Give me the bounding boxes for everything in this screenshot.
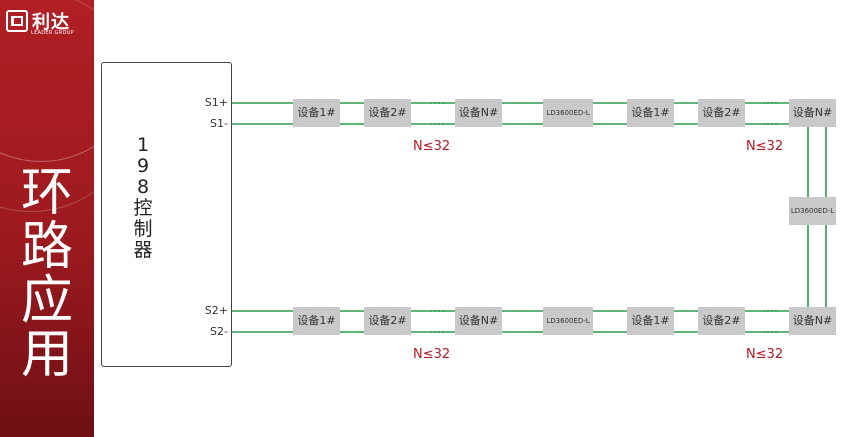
device-bottom-2: 设备2# bbox=[364, 307, 411, 335]
device-bottom-nb: 设备N# bbox=[789, 307, 836, 335]
device-top-2: 设备2# bbox=[364, 99, 411, 127]
port-s2-plus: S2+ bbox=[204, 304, 228, 317]
port-s2-minus: S2- bbox=[210, 325, 228, 338]
isolator-top: LD3600ED-L bbox=[543, 99, 593, 127]
device-bottom-1b: 设备1# bbox=[627, 307, 674, 335]
controller-198: 1 9 8 控 制 器 bbox=[101, 62, 232, 367]
device-bottom-n: 设备N# bbox=[455, 307, 502, 335]
isolator-bottom: LD3600ED-L bbox=[543, 307, 593, 335]
controller-char: 制 bbox=[133, 218, 153, 240]
brand-logo: 利达 LEADER GROUP bbox=[6, 8, 92, 42]
title-char: 应 bbox=[20, 271, 73, 331]
controller-label: 1 9 8 控 制 器 bbox=[128, 135, 158, 261]
title-char: 用 bbox=[20, 325, 73, 385]
controller-char: 控 bbox=[133, 197, 153, 219]
side-banner: 利达 LEADER GROUP 环 路 应 用 bbox=[0, 0, 94, 437]
device-top-1b: 设备1# bbox=[627, 99, 674, 127]
controller-char: 器 bbox=[133, 239, 153, 261]
port-s1-minus: S1- bbox=[210, 117, 228, 130]
brand-icon bbox=[6, 10, 28, 32]
brand-name: 利达 bbox=[32, 12, 70, 33]
limit-label-bottom-left: N≤32 bbox=[413, 347, 451, 362]
limit-label-bottom-right: N≤32 bbox=[746, 347, 784, 362]
device-top-2b: 设备2# bbox=[698, 99, 745, 127]
page-title: 环 路 应 用 bbox=[0, 166, 94, 382]
device-bottom-1: 设备1# bbox=[293, 307, 340, 335]
title-char: 路 bbox=[20, 217, 73, 277]
device-top-n: 设备N# bbox=[455, 99, 502, 127]
title-char: 环 bbox=[20, 163, 73, 223]
limit-label-top-right: N≤32 bbox=[746, 139, 784, 154]
device-top-nb: 设备N# bbox=[789, 99, 836, 127]
limit-label-top-left: N≤32 bbox=[413, 139, 451, 154]
device-bottom-2b: 设备2# bbox=[698, 307, 745, 335]
controller-char: 8 bbox=[136, 176, 150, 198]
controller-char: 9 bbox=[136, 155, 150, 177]
device-top-1: 设备1# bbox=[293, 99, 340, 127]
brand-tagline: LEADER GROUP bbox=[31, 30, 74, 36]
controller-char: 1 bbox=[136, 134, 150, 156]
port-s1-plus: S1+ bbox=[204, 96, 228, 109]
isolator-right: LD3600ED-L bbox=[789, 197, 836, 225]
